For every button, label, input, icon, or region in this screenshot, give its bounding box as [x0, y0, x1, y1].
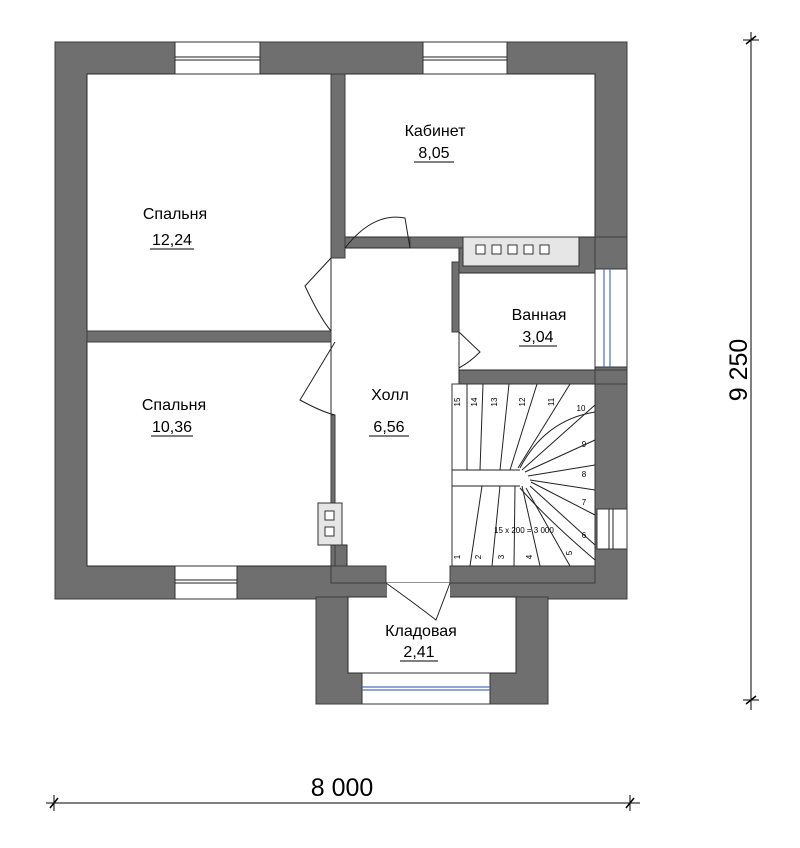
plumbing-fixtures — [475, 244, 550, 255]
wall-bedroom-office — [330, 73, 346, 259]
stair-step-number: 13 — [490, 397, 499, 406]
window-bottom-left — [174, 565, 238, 600]
room-area-storage — [347, 596, 517, 674]
stair-step-number: 3 — [497, 554, 506, 559]
dimension-height-label: 9 250 — [725, 339, 753, 402]
room-area: 6,56 — [373, 419, 404, 436]
room-area-bedroom-2 — [86, 341, 332, 567]
room-area-office — [344, 73, 596, 238]
room-name: Кабинет — [405, 123, 467, 140]
label-storage: Кладовая 2,41 — [385, 623, 457, 662]
door-storage — [385, 582, 451, 621]
stair-step-number: 1 — [453, 554, 462, 559]
room-name: Ванная — [512, 307, 567, 324]
door-office — [344, 216, 411, 249]
room-name: Кладовая — [385, 623, 457, 640]
door-bedroom-2 — [299, 341, 336, 416]
wall-hall-bottom-left — [330, 565, 387, 584]
wall-hall-bottom-right — [449, 565, 596, 584]
window-top-right — [422, 41, 508, 75]
door-bathroom — [458, 331, 481, 369]
label-hall: Холл 6,56 — [369, 387, 409, 437]
stair-step-number: 8 — [582, 470, 587, 479]
room-name: Холл — [371, 387, 409, 404]
window-top-left — [174, 41, 261, 75]
room-name: Спальня — [142, 397, 206, 414]
label-bedroom-2: Спальня 10,36 — [142, 397, 206, 437]
wall-hall-bath — [451, 261, 460, 333]
wall-bath-stairs — [594, 369, 628, 385]
window-bathroom — [594, 268, 628, 368]
room-area-bathroom — [458, 272, 596, 371]
stair-step-number: 2 — [474, 554, 483, 559]
stairs-note: 15 х 200 = 3 000 — [494, 526, 554, 535]
vent-block — [317, 502, 343, 546]
room-area: 3,04 — [522, 329, 553, 346]
window-storage — [361, 672, 491, 705]
label-bathroom: Ванная 3,04 — [512, 307, 567, 347]
dimension-height: 9 250 — [725, 32, 759, 710]
label-office: Кабинет 8,05 — [405, 123, 467, 163]
stair-step-number: 10 — [577, 404, 586, 413]
wall-office-hall — [409, 236, 465, 249]
room-area: 8,05 — [418, 145, 449, 162]
stair-step-number: 9 — [582, 440, 587, 449]
stair-step-number: 5 — [565, 550, 574, 555]
stair-step-number: 4 — [525, 554, 534, 559]
room-area: 10,36 — [152, 419, 192, 436]
dimension-width: 8 000 — [46, 774, 640, 811]
room-area-bedroom-1 — [86, 73, 332, 332]
stair-step-number: 6 — [582, 531, 587, 540]
stair-step-number: 12 — [518, 397, 527, 406]
wall-bedrooms — [86, 330, 332, 343]
door-bedroom-1 — [304, 257, 332, 332]
room-area: 2,41 — [403, 644, 434, 661]
dimension-width-label: 8 000 — [311, 774, 374, 802]
stair-step-number: 7 — [582, 498, 587, 507]
label-bedroom-1: Спальня 12,24 — [143, 206, 207, 250]
window-stairs — [596, 508, 628, 550]
stair-step-number: 15 — [453, 397, 462, 406]
stair-step-number: 11 — [547, 397, 556, 406]
room-name: Спальня — [143, 206, 207, 223]
room-area: 12,24 — [152, 232, 192, 249]
stair-step-number: 14 — [470, 397, 479, 406]
wall-office-bath — [594, 236, 628, 274]
